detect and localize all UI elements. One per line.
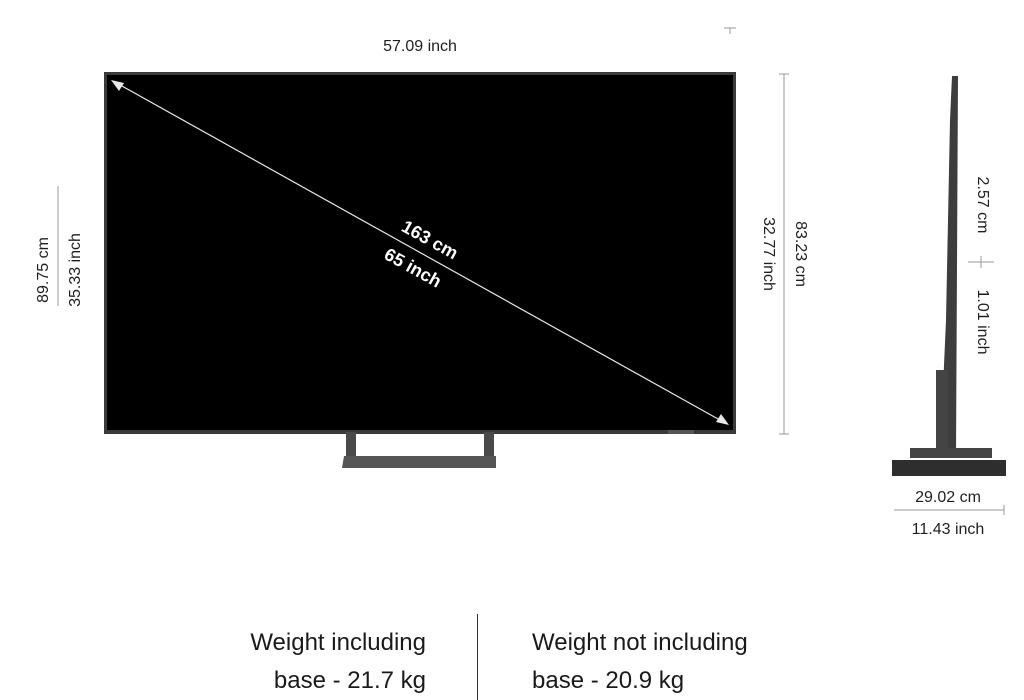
weight-with-base-line2: base - 21.7 kg bbox=[273, 667, 426, 694]
side-depth-cm-label: 2.57 cm bbox=[974, 177, 991, 234]
side-depth-inch-label: 1.01 inch bbox=[974, 290, 991, 355]
screen-height-cm-label: 83.23 cm bbox=[792, 221, 809, 287]
height-inch-label: 35.33 inch bbox=[67, 233, 84, 307]
weight-without-base: Weight not including base - 20.9 kg bbox=[532, 624, 748, 700]
side-stand-plate bbox=[910, 448, 992, 458]
diagonal-arrow-end-icon bbox=[716, 414, 729, 425]
diagonal-line bbox=[112, 80, 728, 425]
weight-without-base-line2: base - 20.9 kg bbox=[532, 667, 685, 694]
stand-base bbox=[342, 456, 496, 468]
diagonal-arrow-start-icon bbox=[111, 80, 124, 91]
weight-with-base: Weight including base - 21.7 kg bbox=[250, 624, 426, 700]
side-stand-leg bbox=[936, 370, 948, 458]
stand-leg-left bbox=[346, 432, 356, 460]
weight-without-base-line1: Weight not including bbox=[532, 629, 748, 656]
weight-with-base-line1: Weight including bbox=[250, 629, 426, 656]
height-cm-label: 89.75 cm bbox=[35, 237, 52, 303]
tv-dimension-diagram: 57.09 inch 163 cm 65 inch 89.75 cm 35.33… bbox=[35, 27, 1006, 538]
screen-height-inch-label: 32.77 inch bbox=[760, 217, 777, 291]
base-depth-inch-label: 11.43 inch bbox=[912, 521, 985, 538]
base-depth-cm-label: 29.02 cm bbox=[915, 489, 981, 506]
tv-sensor bbox=[668, 430, 694, 434]
width-label: 57.09 inch bbox=[383, 38, 457, 55]
side-stand-base bbox=[892, 460, 1006, 476]
tv-side-profile bbox=[940, 76, 958, 456]
weight-divider bbox=[477, 614, 478, 700]
weight-section: Weight including base - 21.7 kg Weight n… bbox=[0, 612, 1024, 700]
stand-leg-right bbox=[484, 432, 494, 460]
